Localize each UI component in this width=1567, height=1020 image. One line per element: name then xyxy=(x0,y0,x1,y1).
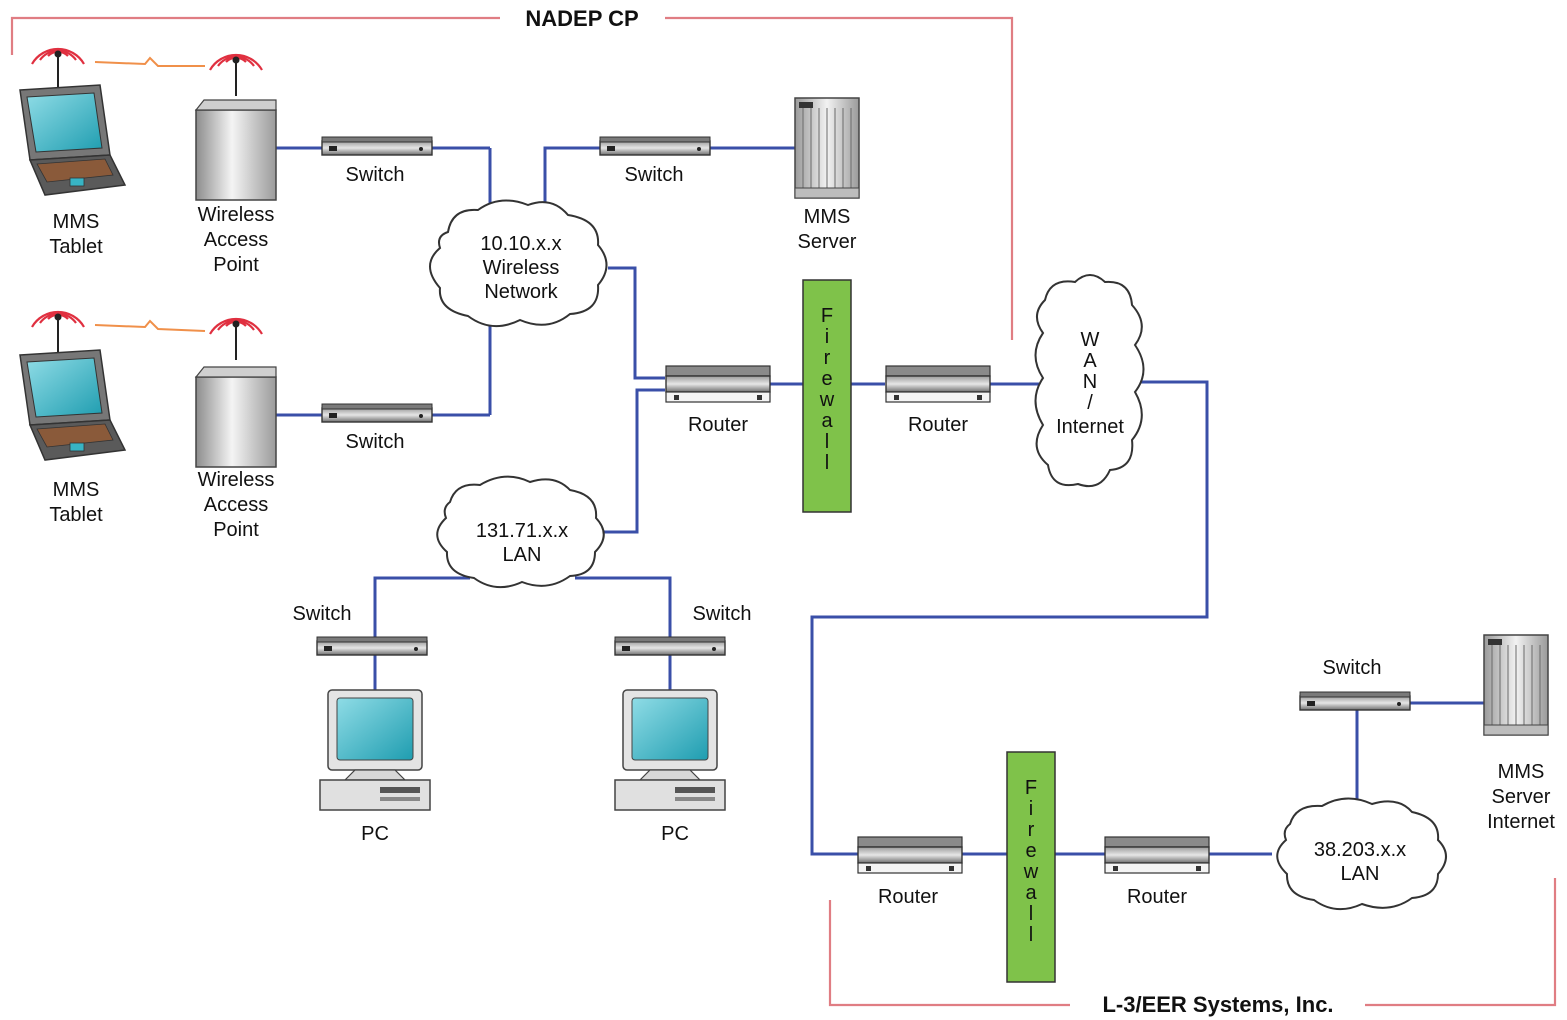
access-point-icon xyxy=(195,366,277,468)
switch-icon xyxy=(316,636,428,656)
router-icon xyxy=(665,365,771,403)
switch-label: Switch xyxy=(345,164,405,186)
wireless-signal-icon xyxy=(30,47,86,92)
router-icon xyxy=(1104,836,1210,874)
access-point-icon xyxy=(195,99,277,201)
switch-icon xyxy=(321,136,433,156)
router-label: Router xyxy=(877,886,939,908)
router-label: Router xyxy=(687,414,749,436)
switch-icon xyxy=(1299,691,1411,711)
firewall-label: F i r e w a l l xyxy=(1023,777,1039,946)
router-label: Router xyxy=(1126,886,1188,908)
pc-icon xyxy=(614,689,726,811)
wireless-signal-icon xyxy=(208,53,264,98)
switch-label: Switch xyxy=(292,603,352,625)
switch-icon xyxy=(321,403,433,423)
wan-cloud xyxy=(1034,274,1145,488)
boundary-lines xyxy=(10,16,1557,1007)
router-icon xyxy=(857,836,963,874)
switch-icon xyxy=(599,136,711,156)
laptop-icon xyxy=(19,349,126,461)
pc-icon xyxy=(319,689,431,811)
switch-label: Switch xyxy=(692,603,752,625)
router-label: Router xyxy=(907,414,969,436)
pc-label: PC xyxy=(361,823,389,845)
switch-icon xyxy=(614,636,726,656)
wireless-signal-icon xyxy=(208,317,264,362)
server-icon xyxy=(1483,634,1549,736)
server-icon xyxy=(794,97,860,199)
wireless-network-cloud xyxy=(429,199,608,327)
firewall-bottom xyxy=(1006,751,1056,983)
switch-label: Switch xyxy=(345,431,405,453)
router-icon xyxy=(885,365,991,403)
region-title-nadep: NADEP CP xyxy=(515,6,649,32)
pc-label: PC xyxy=(661,823,689,845)
switch-label: Switch xyxy=(1322,657,1382,679)
firewall-label: F i r e w a l l xyxy=(819,305,835,474)
lan-cloud xyxy=(436,475,605,589)
remote-lan-cloud xyxy=(1276,797,1447,911)
region-title-eer: L-3/EER Systems, Inc. xyxy=(1092,992,1344,1018)
firewall-top xyxy=(802,279,852,513)
wireless-links xyxy=(94,56,206,332)
switch-label: Switch xyxy=(624,164,684,186)
laptop-icon xyxy=(19,84,126,196)
wireless-signal-icon xyxy=(30,310,86,355)
